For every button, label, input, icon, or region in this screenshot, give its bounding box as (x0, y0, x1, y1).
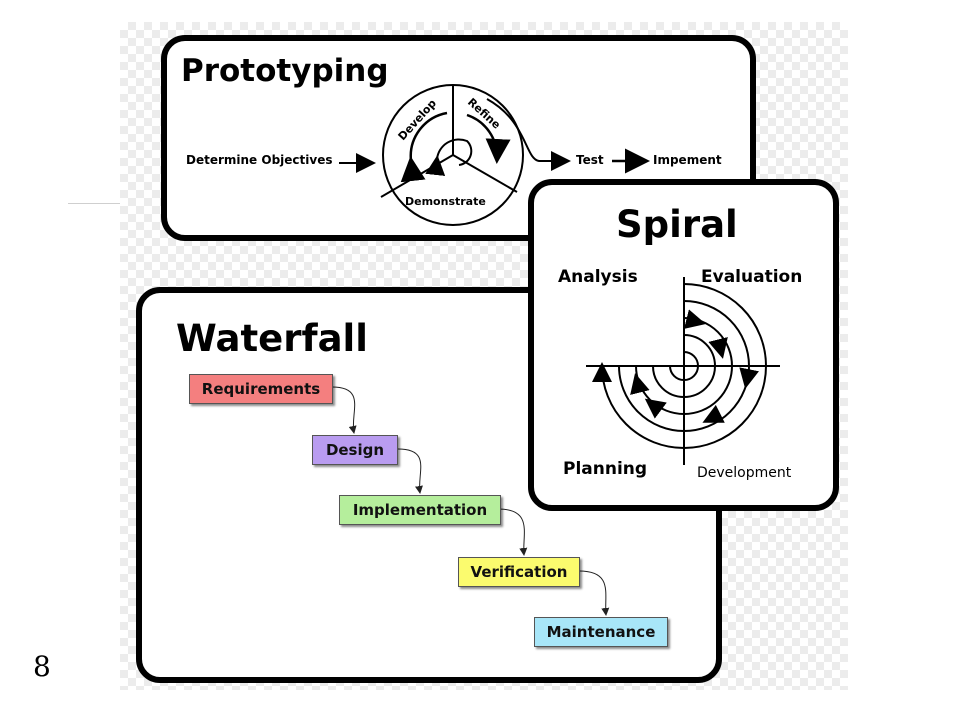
spiral-panel: Spiral Analysis Evaluation Planning Deve… (528, 179, 839, 511)
evaluation-label: Evaluation (701, 267, 803, 287)
spiral-arrow-1 (684, 309, 706, 329)
prototyping-title: Prototyping (181, 53, 389, 89)
spiral-arrow-5 (644, 398, 667, 419)
spiral-ring-2 (652, 334, 716, 398)
slide-number: 8 (33, 650, 51, 683)
cycle-divider-left (380, 154, 454, 198)
design-box: Design (312, 435, 398, 465)
cycle-spiral-inner (425, 138, 473, 177)
determine-objectives-label: Determine Objectives (186, 153, 333, 167)
connector-requirements-design (331, 386, 357, 434)
demonstrate-label: Demonstrate (405, 195, 486, 208)
implement-label: Impement (653, 153, 722, 167)
cycle-spiral-right (466, 113, 511, 164)
cycle-spiral-left (400, 111, 448, 183)
margin-line (68, 203, 120, 204)
spiral-ring-3 (635, 317, 733, 415)
spiral-ring-4 (618, 300, 750, 432)
spiral-title: Spiral (616, 203, 738, 246)
maintenance-box: Maintenance (534, 617, 668, 647)
spiral-arrow-2 (708, 337, 728, 359)
spiral-diagram (586, 277, 780, 465)
requirements-box: Requirements (189, 374, 333, 404)
cycle-exit-arrow (486, 98, 571, 171)
verification-box: Verification (458, 557, 580, 587)
test-label: Test (576, 153, 604, 167)
connector-verification-maintenance (578, 570, 610, 616)
waterfall-connectors (331, 386, 610, 616)
spiral-arrow-3 (739, 367, 759, 389)
connector-design-implementation (397, 448, 423, 494)
implementation-box: Implementation (339, 495, 501, 525)
spiral-ring-outer-bottom (592, 362, 767, 449)
waterfall-title: Waterfall (176, 317, 368, 360)
spiral-ring-1 (669, 351, 699, 381)
develop-label: Develop (396, 97, 439, 143)
cycle-divider-right (452, 154, 518, 193)
planning-label: Planning (563, 459, 648, 479)
spiral-arrow-6 (630, 373, 650, 395)
connector-implementation-verification (497, 508, 528, 556)
development-label: Development (697, 465, 792, 481)
prototyping-cycle-diagram: Develop Refine (339, 84, 650, 226)
analysis-label: Analysis (558, 267, 638, 287)
spiral-ring-outer (683, 283, 767, 367)
spiral-arrow-4 (702, 404, 725, 423)
